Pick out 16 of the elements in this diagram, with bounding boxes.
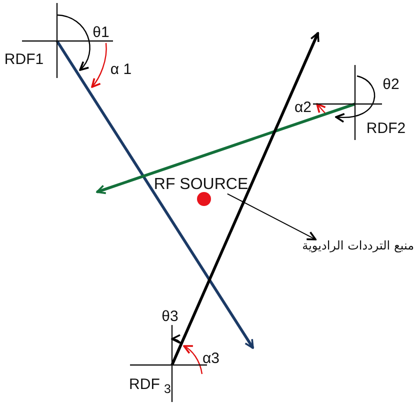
angle-label: α 1 bbox=[110, 62, 132, 78]
station-label: RDF2 bbox=[366, 120, 406, 138]
station-label: RDF1 bbox=[4, 52, 44, 68]
annotation-text: منبع الترددات الراديوية bbox=[302, 239, 414, 253]
arrow bbox=[226, 193, 316, 240]
station-label: RDF $_{3}$ bbox=[129, 377, 171, 397]
angle-label: θ2 bbox=[382, 76, 400, 94]
bearing-arrow bbox=[96, 102, 356, 194]
source-dot bbox=[197, 192, 211, 206]
angle-label: α2 bbox=[294, 100, 312, 116]
angle-label: θ3 bbox=[162, 308, 178, 326]
bearing-arrow bbox=[56, 40, 254, 349]
angle-label: α3 bbox=[202, 350, 220, 368]
angle-label: θ1 bbox=[92, 24, 110, 42]
source-label: RF SOURCE bbox=[154, 176, 248, 194]
bearing-arrow bbox=[170, 32, 320, 366]
